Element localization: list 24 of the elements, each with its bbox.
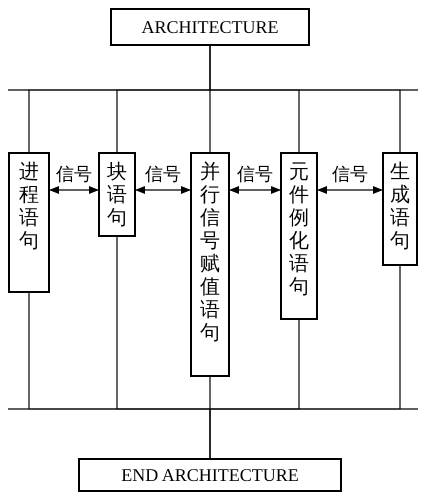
box-label: 元件例化语句 <box>289 161 309 299</box>
box-label: 进程语句 <box>19 161 39 253</box>
architecture-box <box>78 458 342 492</box>
edge-label: 信号 <box>145 165 181 183</box>
box-label: 并行信号赋值语句 <box>200 161 220 345</box>
double-arrow <box>229 186 281 194</box>
statement-box <box>382 152 418 266</box>
statement-box <box>8 152 50 293</box>
statement-box <box>98 152 136 237</box>
connector-line <box>209 46 401 152</box>
connector-line <box>209 266 401 458</box>
architecture-box <box>110 8 310 46</box>
edge-label: 信号 <box>332 165 368 183</box>
edge-label: 信号 <box>237 165 273 183</box>
double-arrow <box>317 186 383 194</box>
box-label: 生成语句 <box>390 161 410 253</box>
box-label: ARCHITECTURE <box>142 16 278 38</box>
box-label: END ARCHITECTURE <box>121 464 299 486</box>
statement-box <box>280 152 318 320</box>
edge-label: 信号 <box>56 165 92 183</box>
double-arrow <box>135 186 191 194</box>
box-label: 块语句 <box>107 161 127 230</box>
double-arrow <box>49 186 99 194</box>
statement-box <box>190 152 230 377</box>
